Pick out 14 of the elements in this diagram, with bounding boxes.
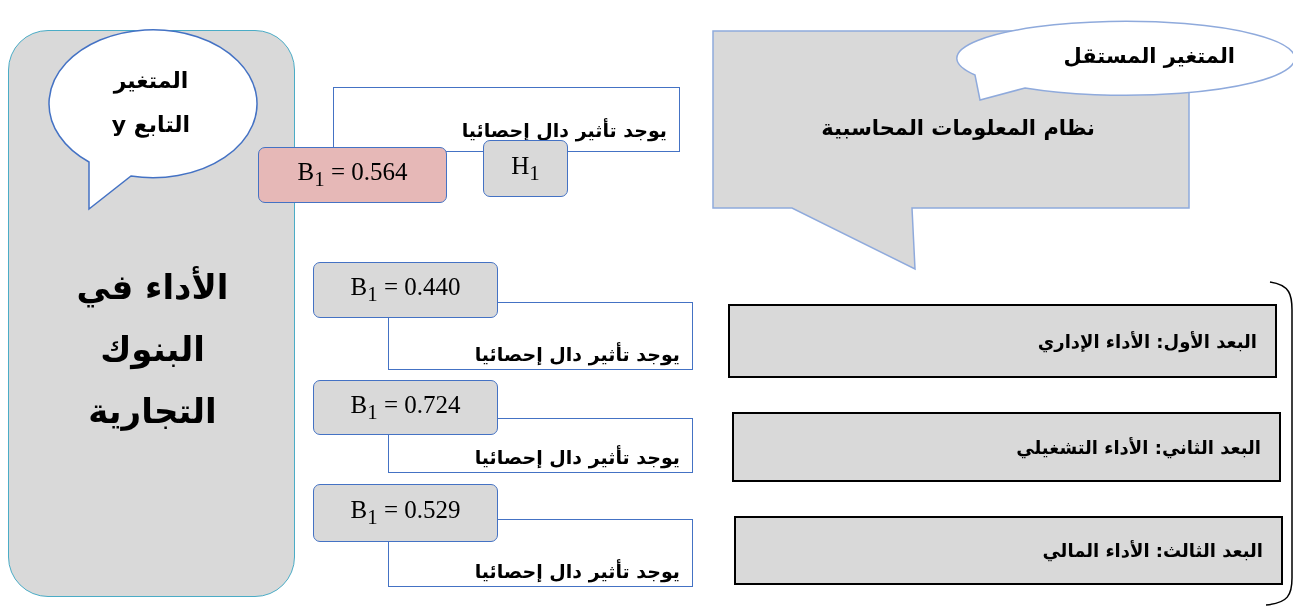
text-box: يوجد تأثير دال إحصائيا	[333, 87, 680, 152]
dimension-box: البعد الثاني: الأداء التشغيلي	[732, 412, 1281, 482]
dimension-box: البعد الثالث: الأداء المالي	[734, 516, 1283, 585]
value-box: B$_{1}$ = 0.564	[258, 147, 447, 203]
value-box: B$_{1}$ = 0.724	[313, 380, 498, 435]
value-box: B$_{1}$ = 0.440	[313, 262, 498, 318]
value-box: B$_{1}$ = 0.529	[313, 484, 498, 542]
value-box: H$_{1}$	[483, 140, 568, 197]
panel-title: الأداء في البنوك التجارية	[75, 265, 230, 433]
speech-bubble: المتغير التابع y	[46, 29, 256, 211]
text-box: يوجد تأثير دال إحصائيا	[388, 302, 693, 370]
dimension-box: البعد الأول: الأداء الإداري	[728, 304, 1277, 378]
panel	[8, 30, 295, 597]
speech-bubble: المتغير المستقل	[955, 20, 1293, 104]
